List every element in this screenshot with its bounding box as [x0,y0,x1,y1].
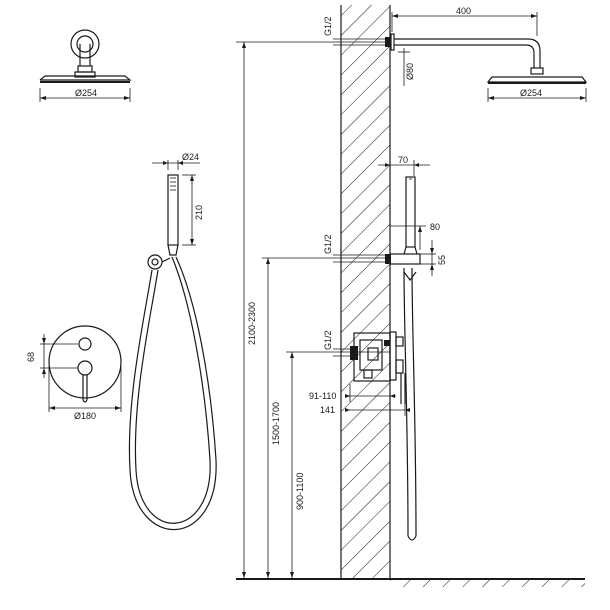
mixer-valve-front-view [48,325,122,403]
dimension-thread-bottom: G1/2 [323,330,350,357]
shower-head-top-view [39,29,132,83]
dimension-thread-top: G1/2 [323,16,385,46]
label-handshower-mount-height: 1500-1700 [271,402,281,445]
label-arm-diameter: Ø80 [405,63,415,80]
label-thread-bottom: G1/2 [323,330,333,350]
dimension-valve-depth-range: 91-110 [309,384,396,402]
label-total-height: 2100-2300 [247,302,257,345]
label-valve-depth-range: 91-110 [309,391,336,401]
shower-arm-side-view [385,33,588,84]
dimension-valve-diameter: Ø180 [48,366,122,421]
label-holder-height: 55 [437,255,447,265]
label-handshower-diameter: Ø24 [182,152,199,162]
label-head-diameter-left: Ø254 [75,88,97,98]
dimension-handshower-length: 210 [182,174,204,246]
dimension-holder-height: 55 [420,240,447,276]
dimension-head-diameter-left: Ø254 [39,88,131,102]
label-thread-top: G1/2 [323,16,333,36]
dimension-valve-projection: 141 [320,404,410,416]
mixer-valve-side-view [350,331,406,404]
hand-shower-with-hose [128,174,217,531]
dimension-head-diameter-right: Ø254 [487,88,587,102]
label-thread-middle: G1/2 [323,234,333,254]
dimension-holder-width: 80 [390,222,440,250]
label-holder-width: 80 [430,222,440,232]
dimension-arm-length: 400 [391,6,538,36]
label-holder-projection: 70 [398,155,408,165]
dimension-handshower-diameter: Ø24 [152,152,200,170]
dimension-arm-diameter: Ø80 [398,48,415,86]
handshower-side-view [385,176,421,541]
floor-line [236,578,585,587]
dimension-holder-projection: 70 [378,155,430,176]
label-valve-projection: 141 [320,405,335,415]
label-valve-offset: 68 [26,352,36,362]
label-handshower-length: 210 [194,205,204,220]
label-valve-height: 900-1100 [295,473,305,510]
dimension-valve-offset: 68 [26,334,78,378]
label-head-diameter-right: Ø254 [520,88,542,98]
wall-section [340,5,391,579]
label-valve-diameter: Ø180 [74,411,96,421]
dimension-thread-middle: G1/2 [323,234,385,263]
label-arm-length: 400 [456,6,471,16]
